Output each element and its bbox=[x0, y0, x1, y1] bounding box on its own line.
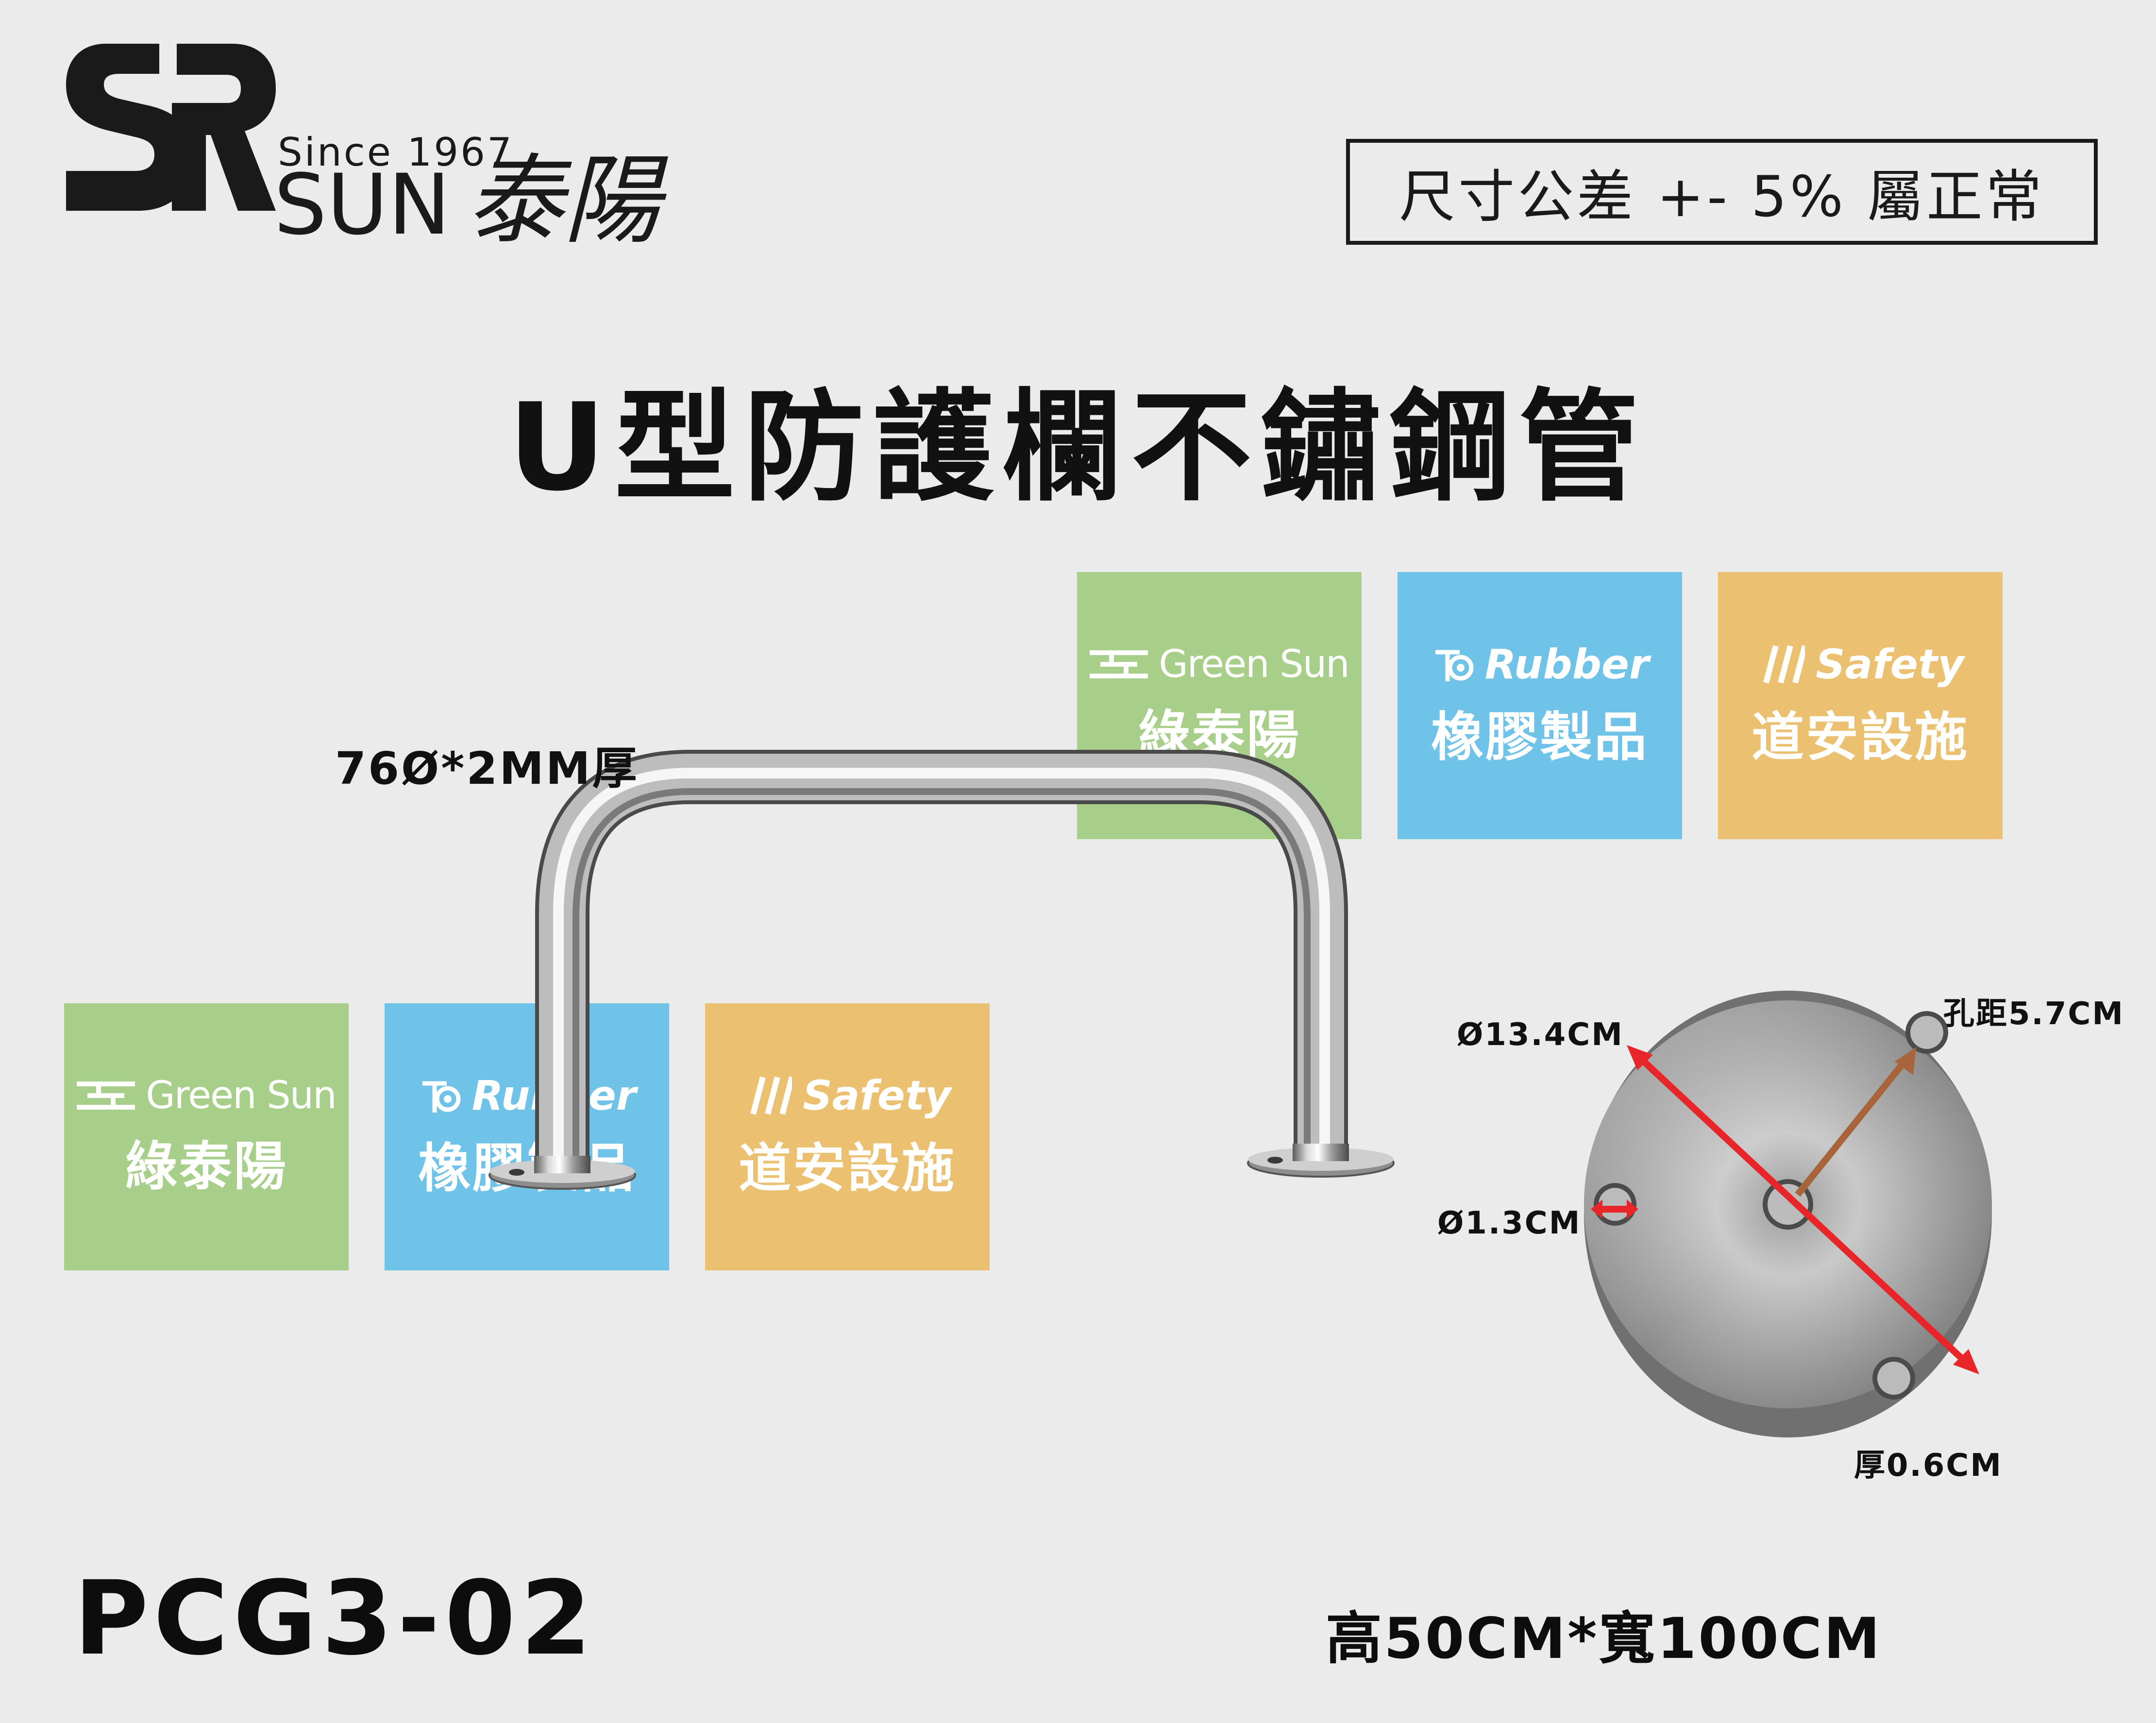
tile-safety-bottom: Safety 道安設施 bbox=[705, 1003, 990, 1270]
tile-en-label: Green Sun bbox=[1090, 642, 1350, 686]
brand-chinese-name: 泰陽 bbox=[466, 144, 661, 257]
u-pipe bbox=[488, 750, 1395, 1190]
hole-spacing-label: 孔距5.7CM bbox=[1943, 996, 2125, 1032]
tolerance-note: 尺寸公差 +- 5% 屬正常 bbox=[1346, 139, 2098, 245]
tile-rubber-top: Rubber 橡膠製品 bbox=[1398, 572, 1682, 839]
tile-green-sun-bottom: Green Sun 綠泰陽 bbox=[64, 1003, 349, 1270]
tile-cn-label: 道安設施 bbox=[1751, 707, 1969, 768]
tile-cn-label: 綠泰陽 bbox=[124, 1136, 288, 1197]
tile-rubber-bottom: Rubber 橡膠製品 bbox=[385, 1003, 669, 1270]
plate-diameter-label: Ø13.4CM bbox=[1457, 1017, 1624, 1053]
pipe-spec-label: 76Ø*2MM厚 bbox=[335, 743, 639, 794]
green-sun-icon bbox=[77, 1081, 135, 1110]
tile-en-label: Safety bbox=[1756, 641, 1964, 688]
tile-cn-label: 橡膠製品 bbox=[1431, 707, 1649, 768]
rubber-icon bbox=[422, 1081, 461, 1113]
safety-stripes-icon bbox=[750, 1076, 792, 1115]
hole-spacing-arrow bbox=[1795, 1047, 1916, 1197]
tile-safety-top: Safety 道安設施 bbox=[1718, 572, 2003, 839]
brand-name: SUN bbox=[274, 156, 451, 253]
plate-thickness-label: 厚0.6CM bbox=[1854, 1448, 2003, 1484]
hole-diameter-arrow bbox=[1591, 1199, 1638, 1219]
brand-logo: Since 1967 SUN 泰陽 bbox=[62, 40, 742, 263]
diameter-arrow bbox=[1627, 1045, 1979, 1374]
tile-en-label: Safety bbox=[743, 1072, 951, 1119]
tile-en-label: Rubber bbox=[1431, 641, 1649, 688]
tile-cn-label: 道安設施 bbox=[738, 1138, 956, 1199]
dimensions-label: 高50CM*寬100CM bbox=[1326, 1606, 1882, 1672]
model-number: PCG3-02 bbox=[74, 1559, 596, 1678]
sr-logo-mark bbox=[66, 44, 276, 211]
base-plate bbox=[1584, 991, 1992, 1437]
safety-stripes-icon bbox=[1763, 645, 1805, 684]
hole-diameter-label: Ø1.3CM bbox=[1437, 1205, 1582, 1241]
page-title: U型防護欄不鏽鋼管 bbox=[508, 378, 1648, 518]
green-sun-icon bbox=[1090, 650, 1148, 678]
rubber-icon bbox=[1435, 650, 1474, 681]
brand-since: Since 1967 bbox=[278, 130, 514, 175]
tile-en-label: Green Sun bbox=[77, 1074, 337, 1117]
